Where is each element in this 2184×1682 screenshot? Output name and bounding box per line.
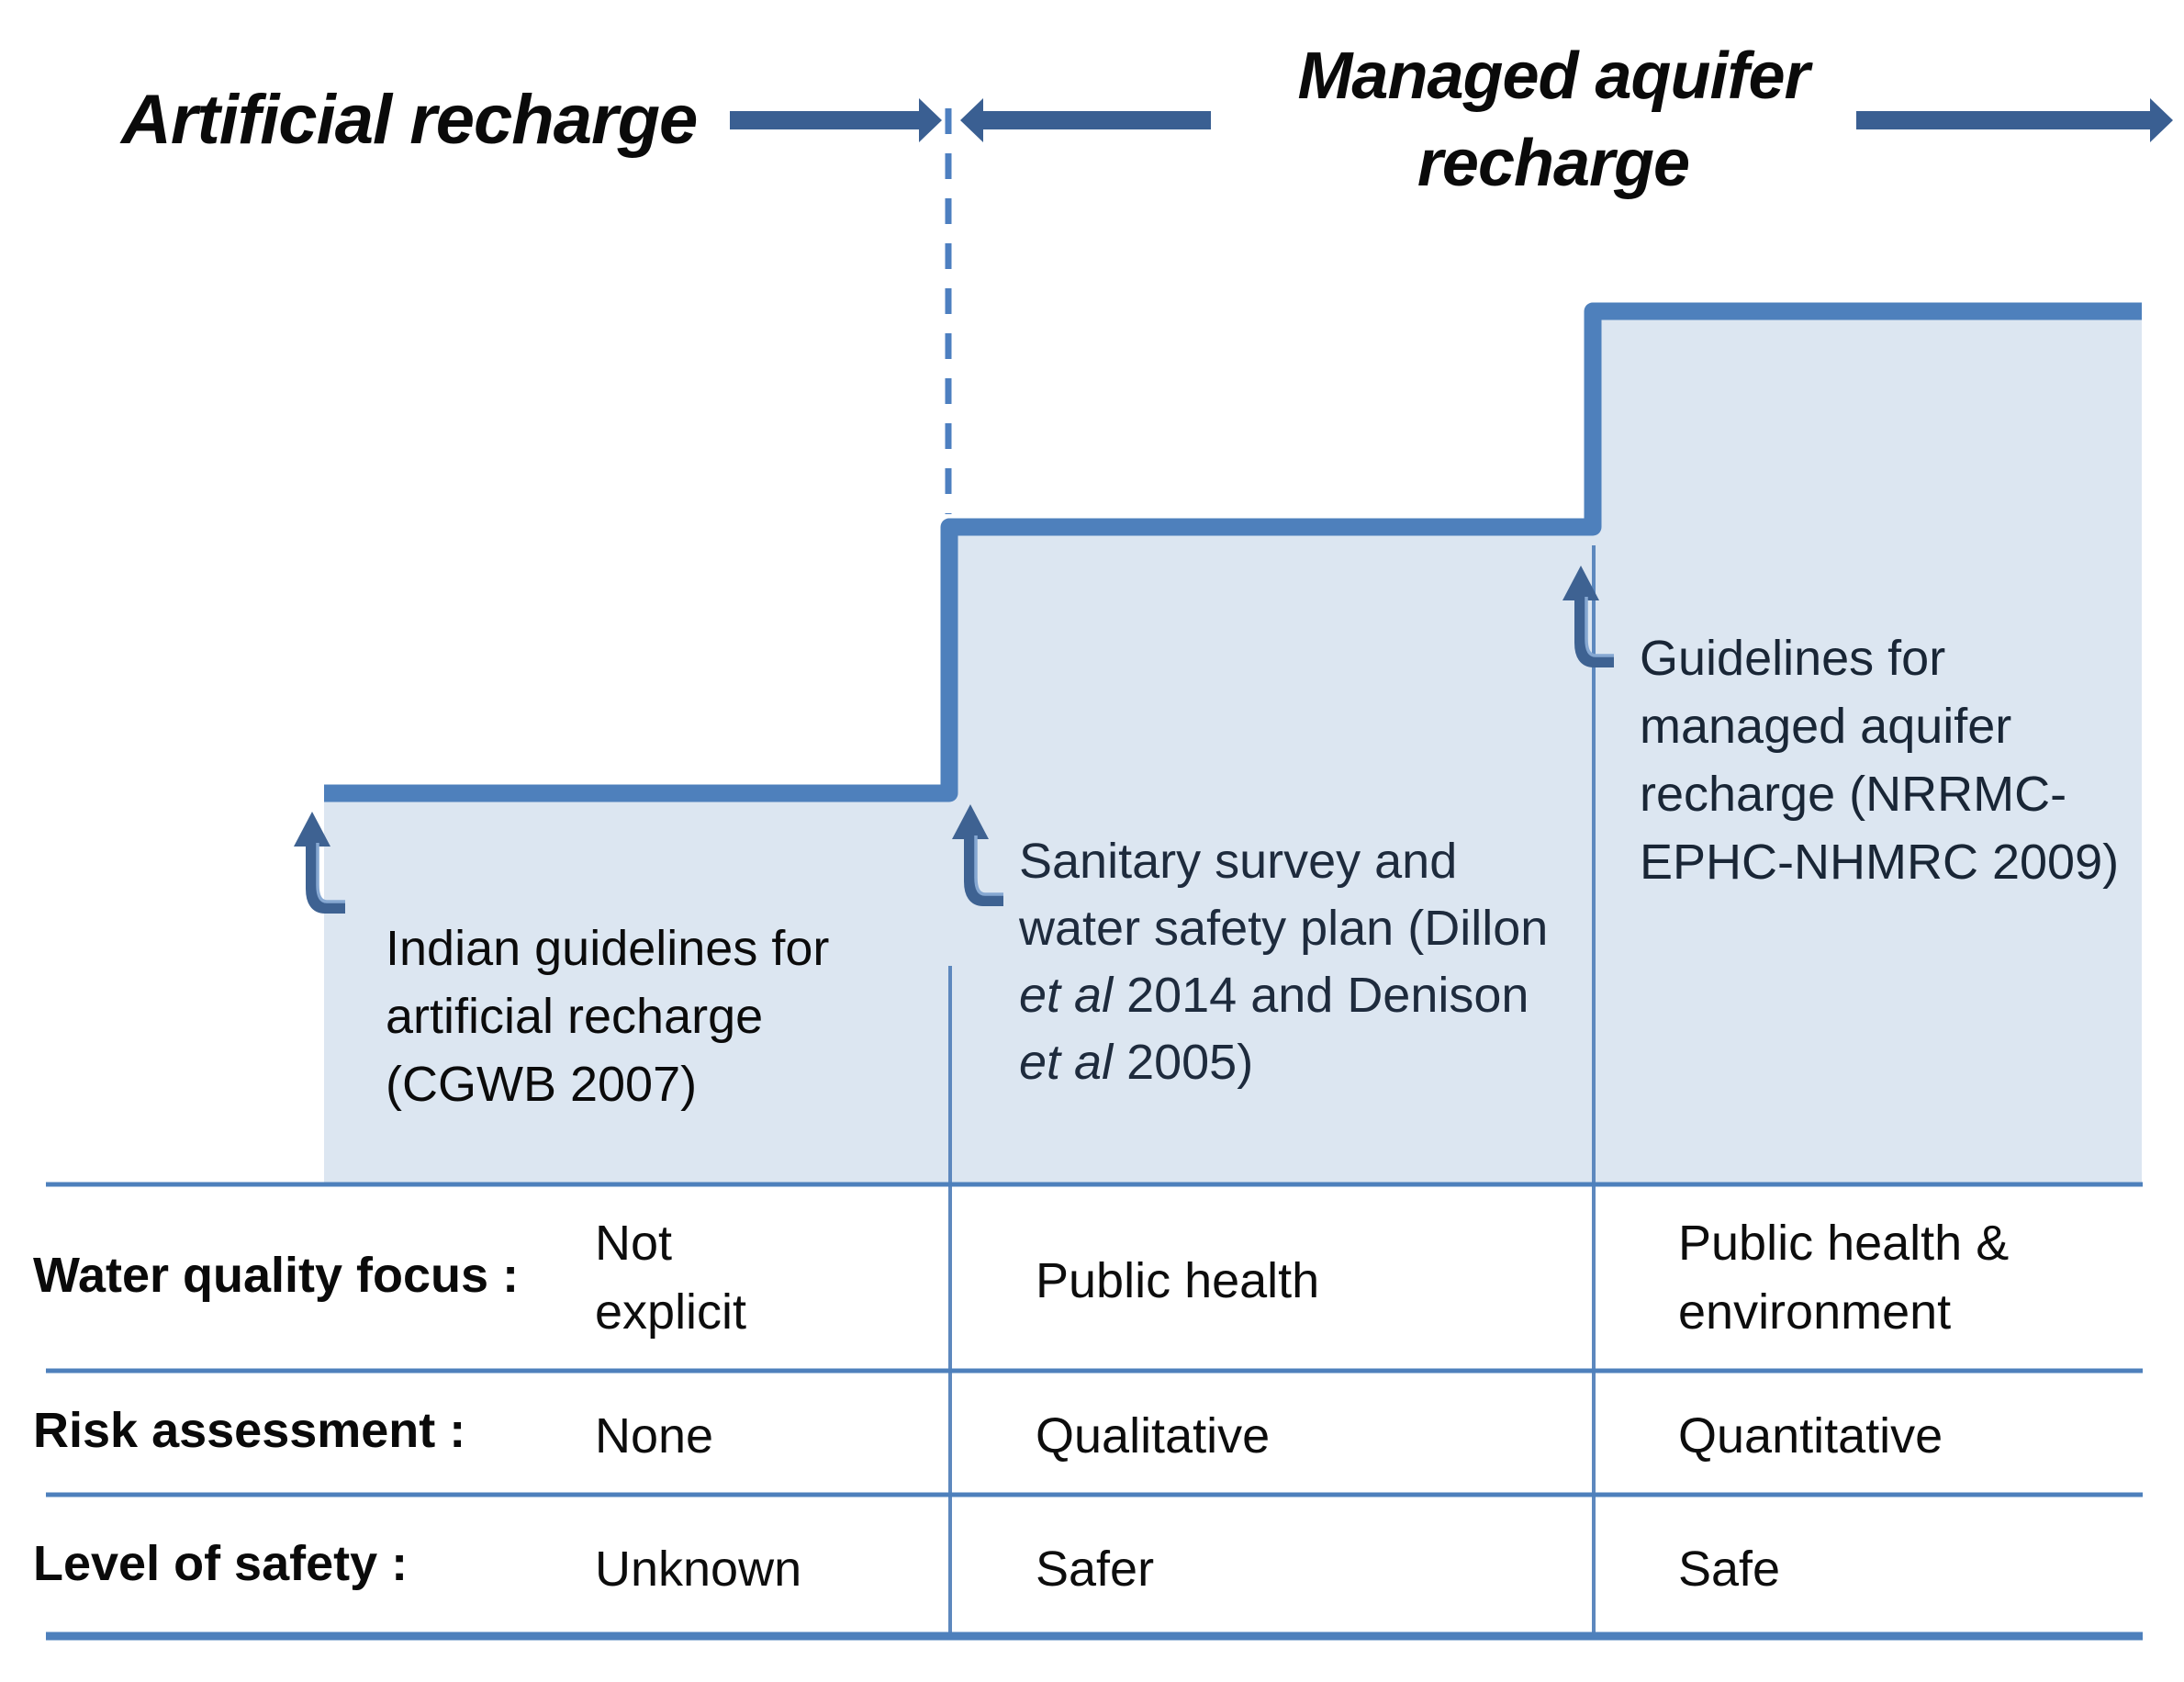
staircase-step-border	[324, 302, 2142, 802]
step2-et-al-2: et al	[1019, 1035, 1114, 1090]
cell-risk-col1: None	[595, 1408, 714, 1463]
row-label-risk-assessment: Risk assessment :	[33, 1403, 466, 1458]
title-managed-aquifer-recharge: Managed aquifer recharge	[1221, 33, 1886, 207]
step3-label-line1: Guidelines for	[1640, 631, 1946, 686]
step3-label-line2: managed aquifer	[1640, 699, 2012, 754]
step1-label-line3: (CGWB 2007)	[386, 1057, 698, 1112]
step2-et-al-1: et al	[1019, 968, 1114, 1023]
row-label-level-of-safety: Level of safety :	[33, 1536, 409, 1591]
step2-label-line4-rest: 2005)	[1113, 1035, 1254, 1090]
cell-water-quality-col3-line1: Public health &	[1678, 1216, 2010, 1271]
step2-label-line4: et al 2005)	[1019, 1029, 1548, 1096]
step2-label-sanitary-survey: Sanitary survey and water safety plan (D…	[1019, 828, 1548, 1096]
step2-label-line3-rest: 2014 and Denison	[1113, 968, 1529, 1023]
cell-water-quality-col2: Public health	[1036, 1253, 1320, 1308]
cell-water-quality-col1: Not explicit	[595, 1209, 746, 1347]
title-managed-line2: recharge	[1417, 127, 1690, 200]
right-arrow-icon-artificial	[730, 98, 942, 142]
cell-safety-col1: Unknown	[595, 1542, 802, 1597]
step2-label-line1: Sanitary survey and	[1019, 834, 1458, 889]
step2-label-line3: et al 2014 and Denison	[1019, 962, 1548, 1029]
cell-risk-col2: Qualitative	[1036, 1408, 1271, 1463]
right-arrow-icon-far-right	[1856, 98, 2173, 142]
cell-safety-col3: Safe	[1678, 1542, 1781, 1597]
left-arrow-icon-managed	[960, 98, 1211, 142]
cell-water-quality-col1-line2: explicit	[595, 1284, 747, 1340]
cell-water-quality-col3: Public health & environment	[1678, 1209, 2009, 1347]
step3-label-mar-guidelines: Guidelines for managed aquifer recharge …	[1640, 624, 2119, 896]
step3-label-line4: EPHC-NHMRC 2009)	[1640, 835, 2120, 890]
cell-risk-col3: Quantitative	[1678, 1408, 1943, 1463]
step3-label-line3: recharge (NRRMC-	[1640, 767, 2067, 822]
title-managed-line1: Managed aquifer	[1297, 39, 1809, 113]
row-label-water-quality-focus: Water quality focus :	[33, 1248, 520, 1303]
staircase-fill	[324, 311, 2142, 1184]
cell-safety-col2: Safer	[1036, 1542, 1155, 1597]
step2-label-line2: water safety plan (Dillon	[1019, 901, 1549, 956]
step1-label-indian-guidelines: Indian guidelines for artificial recharg…	[386, 914, 829, 1118]
cell-water-quality-col3-line2: environment	[1678, 1284, 1952, 1340]
step1-label-line2: artificial recharge	[386, 989, 764, 1044]
cell-water-quality-col1-line1: Not	[595, 1216, 673, 1271]
step1-label-line1: Indian guidelines for	[386, 921, 830, 976]
title-artificial-recharge: Artificial recharge	[121, 81, 698, 159]
